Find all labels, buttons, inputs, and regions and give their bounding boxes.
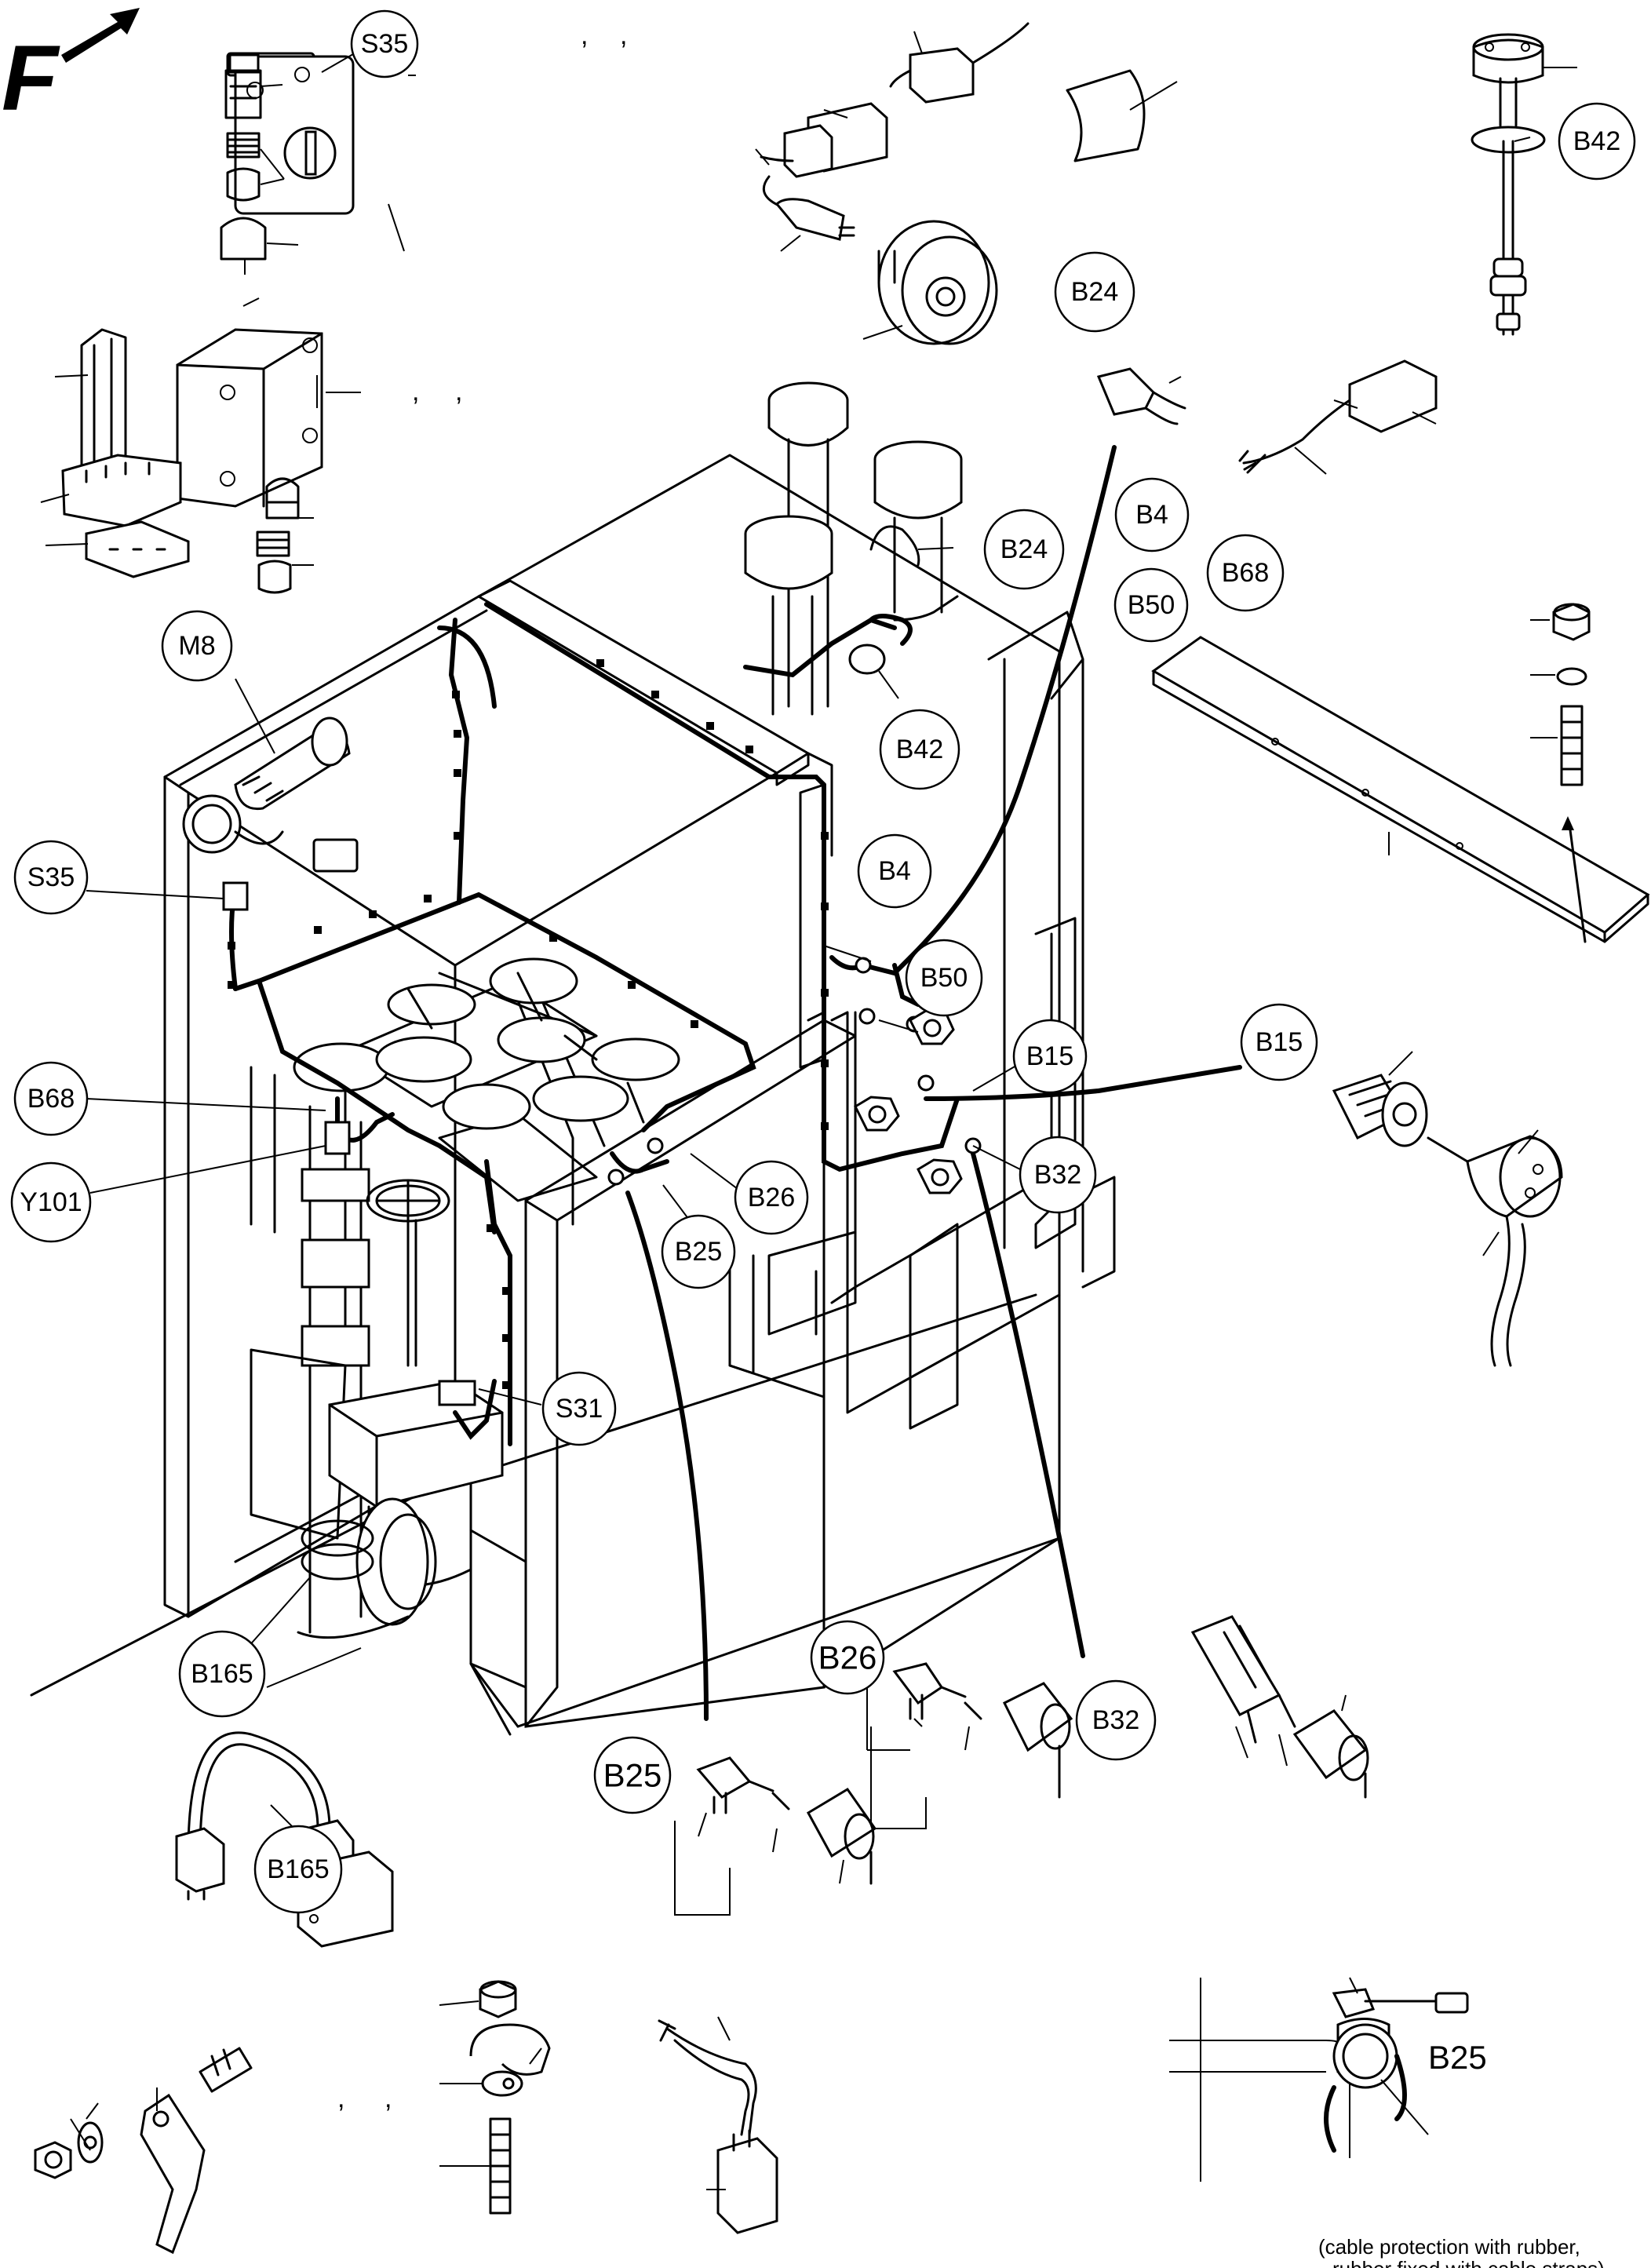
callout-b4-upper: B4 [1114, 477, 1190, 552]
motor-m8 [182, 678, 359, 873]
callout-m8: M8 [161, 610, 233, 682]
svg-text:B165: B165 [191, 1659, 253, 1689]
junction-box-group [176, 35, 416, 594]
svg-text:B68: B68 [1222, 558, 1270, 588]
callout-b50-upper: B50 [1113, 567, 1189, 643]
callout-b25-mid: B25 [661, 1214, 736, 1289]
callout-s31: S31 [541, 1371, 617, 1446]
cable-harness [222, 445, 1242, 1721]
svg-text:B25: B25 [603, 1757, 662, 1794]
callout-y101: Y101 [10, 1161, 92, 1243]
callout-b165-detail: B165 [253, 1825, 343, 1914]
inset-note-line1: (cable protection with rubber, [1318, 2235, 1580, 2259]
inset-detail: B25 (cable protection with rubber, rubbe… [1169, 1977, 1605, 2268]
svg-text:S35: S35 [27, 862, 75, 892]
separator-2: , [620, 20, 627, 50]
callout-b42-top: B42 [1558, 102, 1636, 180]
callout-b68-upper: B68 [1206, 534, 1285, 612]
inset-note-line2: rubber fixed with cable straps) [1332, 2257, 1605, 2268]
callout-b15-right: B15 [1240, 1003, 1318, 1081]
mid-nuts [854, 1009, 963, 1194]
callout-b32-mid: B32 [1019, 1136, 1097, 1214]
separator-6: , [385, 2084, 392, 2113]
svg-text:B25: B25 [675, 1237, 723, 1267]
b42-level-sensor [1471, 33, 1577, 336]
callout-b32-detail: B32 [1075, 1679, 1157, 1761]
svg-text:B68: B68 [27, 1084, 75, 1114]
direction-marker: F [2, 8, 140, 130]
svg-text:Y101: Y101 [20, 1187, 82, 1217]
b24-connector-group: , , [581, 20, 1178, 345]
svg-text:B32: B32 [1092, 1705, 1140, 1735]
callout-b68-side: B68 [13, 1061, 89, 1136]
din-rail-group [40, 328, 190, 578]
callout-s35-side: S35 [13, 840, 89, 915]
svg-text:B26: B26 [748, 1183, 796, 1212]
separator-3: , [412, 377, 419, 407]
callout-b26-detail: B26 [810, 1620, 885, 1695]
callout-b4-mid: B4 [857, 833, 932, 909]
separator-1: , [581, 20, 588, 50]
svg-text:B42: B42 [896, 735, 944, 764]
sensor-plug-details [674, 1615, 1369, 1916]
svg-text:B50: B50 [920, 963, 968, 993]
callout-b50-mid: B50 [905, 939, 983, 1017]
svg-text:B15: B15 [1026, 1041, 1074, 1071]
svg-text:B50: B50 [1128, 590, 1175, 620]
bottom-connector [658, 2016, 778, 2234]
callout-b42-tank: B42 [879, 709, 960, 790]
callout-b24-tank: B24 [983, 509, 1065, 590]
callout-b24-connector: B24 [1054, 251, 1135, 333]
callout-b165-mid: B165 [178, 1630, 266, 1718]
svg-text:B32: B32 [1034, 1160, 1082, 1190]
fasteners-bottom: , , , , [34, 377, 551, 2255]
svg-text:M8: M8 [178, 631, 215, 661]
callout-b25-detail: B25 [593, 1736, 672, 1814]
separator-4: , [455, 377, 462, 407]
separator-5: , [337, 2084, 344, 2113]
svg-text:S35: S35 [361, 29, 409, 59]
direction-arrow-icon [61, 8, 140, 63]
inset-b25-label: B25 [1428, 2039, 1487, 2076]
svg-text:B4: B4 [1135, 500, 1168, 530]
svg-text:B24: B24 [1000, 534, 1048, 564]
direction-letter: F [2, 27, 60, 130]
b15-sensor-detail [1332, 1051, 1563, 1367]
svg-text:B165: B165 [267, 1854, 329, 1884]
svg-text:B26: B26 [818, 1639, 877, 1676]
callout-b15-mid: B15 [1012, 1019, 1088, 1094]
b4-b68-detail [1096, 359, 1438, 475]
cover-profile [1151, 603, 1650, 943]
svg-text:S31: S31 [556, 1394, 603, 1424]
tank-cylinders [250, 381, 963, 1639]
svg-text:B4: B4 [878, 856, 911, 886]
callout-s35-top: S35 [350, 9, 419, 78]
callout-b26-mid: B26 [734, 1160, 809, 1235]
svg-text:B24: B24 [1071, 277, 1119, 307]
svg-text:B15: B15 [1256, 1027, 1303, 1057]
svg-text:B42: B42 [1573, 126, 1621, 156]
